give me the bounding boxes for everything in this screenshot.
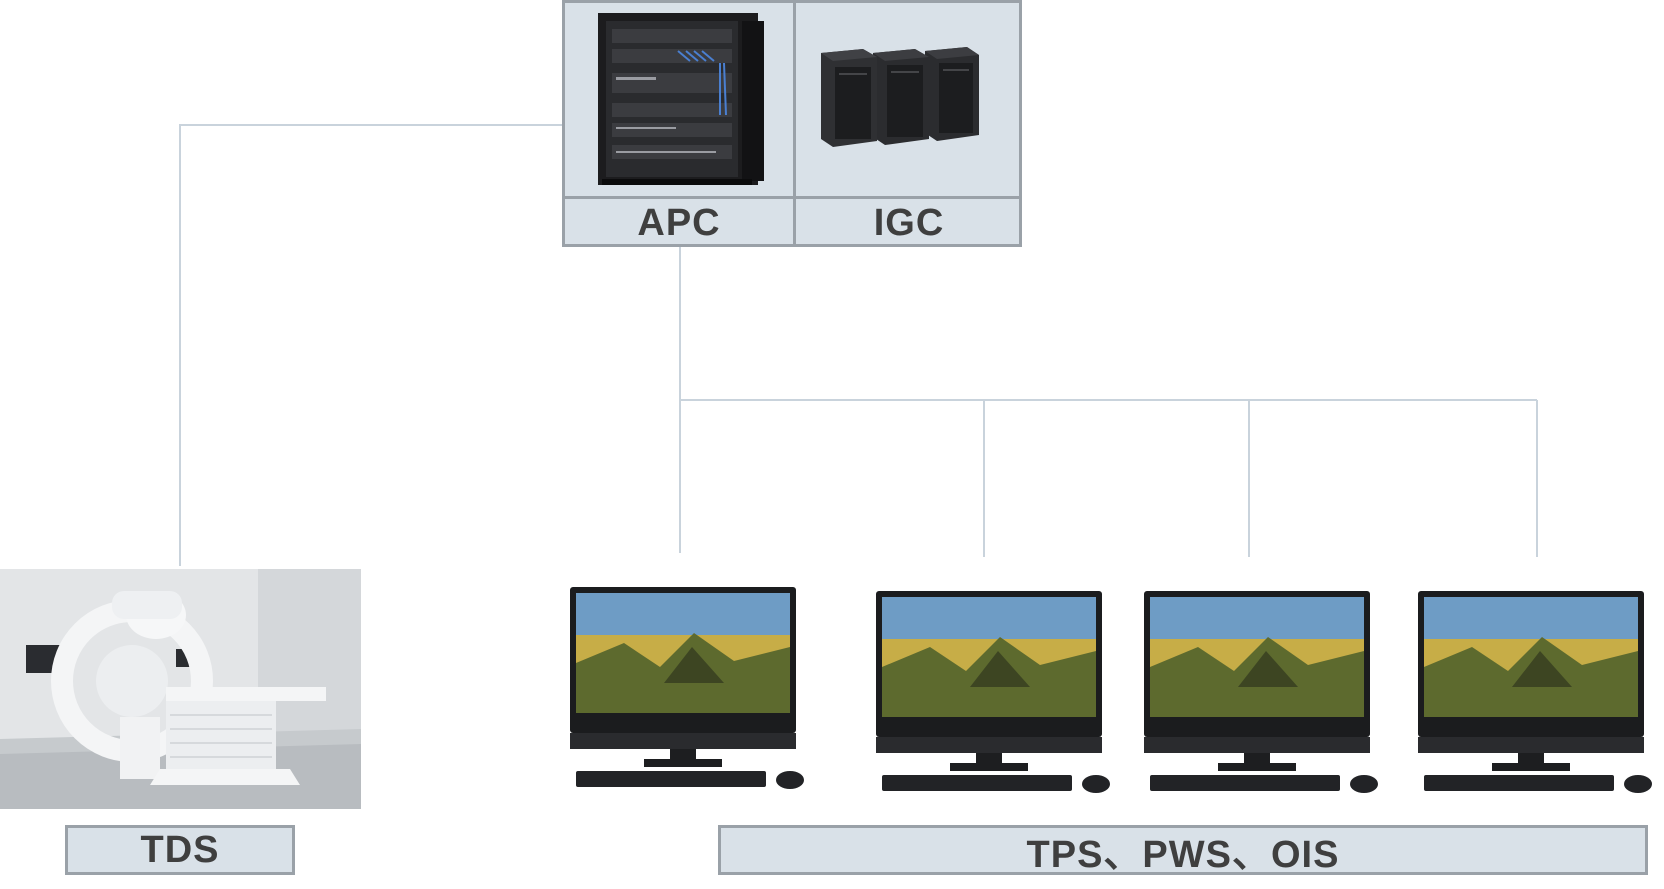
mouse-icon [1350, 775, 1378, 793]
tower-computers-icon [821, 47, 979, 147]
workstation-1 [570, 587, 804, 789]
apc-to-tds-line [179, 124, 562, 566]
mouse-icon [1624, 775, 1652, 793]
keyboard-icon [882, 775, 1072, 791]
keyboard-icon [1150, 775, 1340, 791]
workstations-label: TPS、PWS、OIS [718, 825, 1648, 876]
mouse-icon [776, 771, 804, 789]
server-rack-icon [598, 13, 764, 185]
workstation-3 [1144, 591, 1378, 793]
keyboard-icon [1424, 775, 1614, 791]
panel-label-divider [565, 196, 1019, 199]
monitor-icon [876, 591, 1102, 771]
keyboard-icon [576, 771, 766, 787]
panel-divider [793, 3, 796, 244]
treatment-machine-image [0, 569, 361, 809]
monitor-icon [1144, 591, 1370, 771]
workstation-2 [876, 591, 1110, 793]
workstation-4 [1418, 591, 1652, 793]
monitor-icon [1418, 591, 1644, 771]
apc-label: APC [637, 201, 721, 244]
server-panel: APC IGC [562, 0, 1022, 247]
monitor-icon [570, 587, 796, 767]
tds-label: TDS [65, 825, 295, 875]
igc-label: IGC [873, 201, 945, 244]
mouse-icon [1082, 775, 1110, 793]
